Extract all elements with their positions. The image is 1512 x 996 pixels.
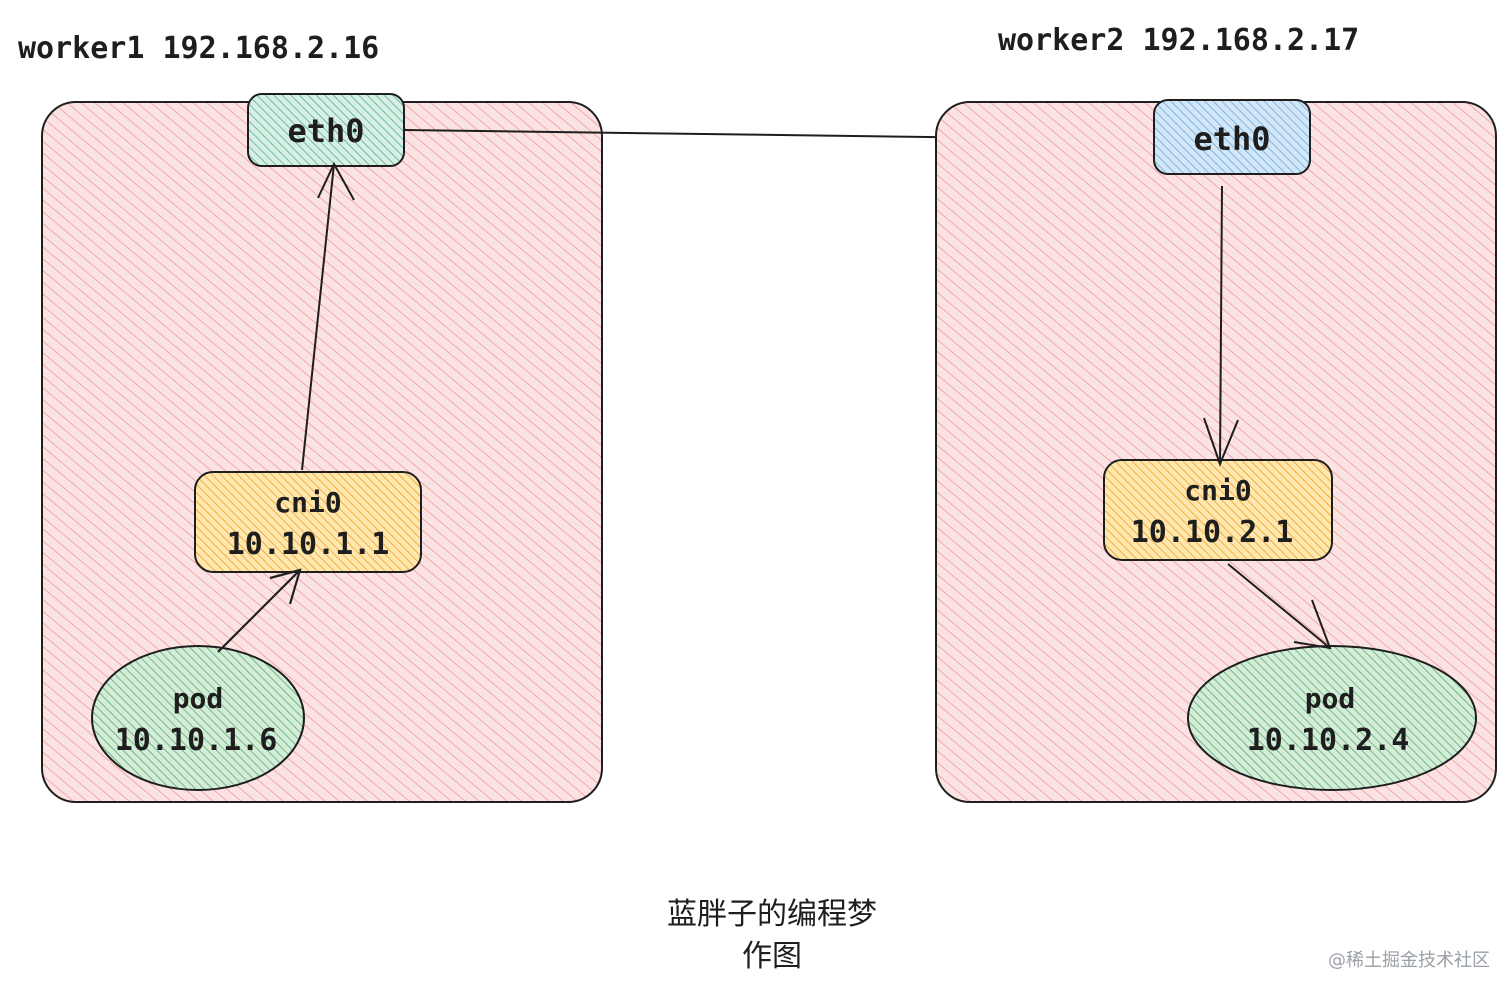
worker1-cni0-ip: 10.10.1.1: [227, 527, 390, 562]
worker1-cni-to-eth0-arrow: [301, 163, 335, 471]
worker2-cni-to-pod-arrow: [1227, 563, 1331, 649]
worker2-cni0-name: cni0: [1184, 474, 1251, 507]
worker1-node: worker1 192.168.2.16 eth0 cni0 10.10.1.1…: [18, 31, 603, 803]
worker1-cni-to-eth0-arrowhead: [317, 161, 355, 201]
worker2-title: worker2 192.168.2.17: [998, 23, 1359, 58]
worker1-pod-ellipse: [91, 645, 305, 791]
worker1-title: worker1 192.168.2.16: [18, 31, 379, 66]
caption-line1: 蓝胖子的编程梦: [667, 897, 877, 932]
caption-line2: 作图: [742, 939, 802, 974]
worker2-eth0-box: [1153, 99, 1311, 175]
worker2-cni-to-pod-arrowhead: [1293, 599, 1332, 650]
worker1-cni0-name: cni0: [274, 486, 341, 519]
worker2-eth0-label: eth0: [1193, 120, 1270, 158]
worker1-pod-name: pod: [173, 682, 224, 715]
worker2-pod-ip: 10.10.2.4: [1247, 723, 1410, 758]
worker1-eth0-label: eth0: [287, 112, 364, 150]
worker2-cni0-ip: 10.10.2.1: [1131, 515, 1294, 550]
worker2-eth0-to-cni-arrow: [1219, 185, 1223, 465]
watermark-text: @稀土掘金技术社区: [1328, 950, 1490, 971]
worker1-pod-to-cni-arrowhead: [269, 568, 302, 605]
worker2-eth0-to-cni-arrowhead: [1203, 417, 1239, 467]
worker1-pod-ip: 10.10.1.6: [115, 723, 278, 758]
worker2-pod-name: pod: [1305, 682, 1356, 715]
worker2-node: worker2 192.168.2.17 eth0 cni0 10.10.2.1…: [935, 23, 1497, 803]
worker2-pod-ellipse: [1187, 645, 1477, 791]
worker1-cni0-box: [194, 471, 422, 573]
worker1-pod-to-cni-arrow: [217, 569, 301, 653]
